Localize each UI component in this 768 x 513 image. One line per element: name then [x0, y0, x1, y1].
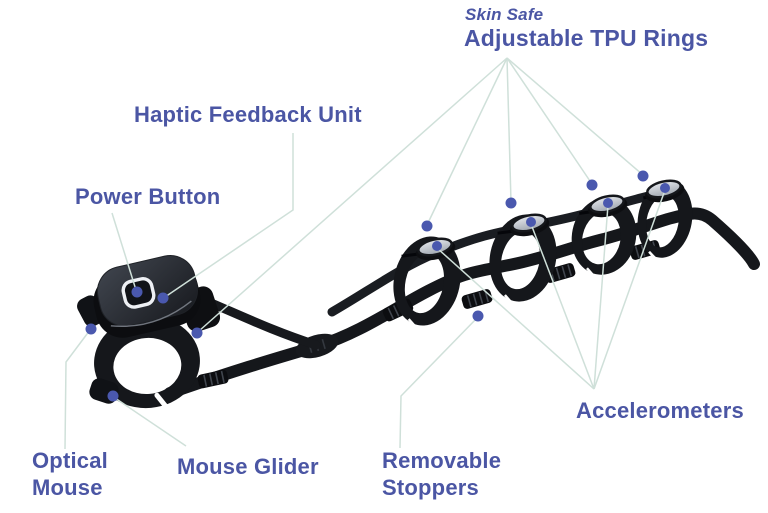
thumb-ring	[94, 315, 200, 415]
label-haptic-feedback-unit: Haptic Feedback Unit	[134, 102, 362, 127]
label-adjustable-tpu-rings: Adjustable TPU Rings	[464, 25, 709, 51]
callout-dot-stoppers	[472, 310, 484, 322]
leader-line-stoppers	[399, 317, 478, 449]
leader-line-power-button	[111, 212, 137, 291]
callout-dot-tpu-main-ring	[191, 327, 203, 339]
leader-fan-tpu-rings	[198, 57, 644, 332]
callout-dot-tpu-ring-4	[637, 170, 649, 182]
label-optical-mouse: Optical Mouse	[32, 448, 108, 500]
callout-dot-accel-1	[432, 241, 442, 251]
stopper-block	[197, 369, 229, 389]
callout-dot-accel-4	[660, 183, 670, 193]
label-removable-stoppers: Removable Stoppers	[382, 448, 502, 500]
mouse-unit	[93, 255, 201, 338]
callout-dot-optical-mouse	[85, 323, 97, 335]
callout-dot-tpu-ring-2	[505, 197, 517, 209]
leader-line-mouse-glider	[114, 397, 187, 447]
callout-dot-power-button	[131, 286, 143, 298]
stopper-block	[461, 289, 493, 309]
leader-line-haptic	[164, 133, 294, 298]
callout-dot-tpu-ring-1	[421, 220, 433, 232]
callout-dot-haptic	[157, 292, 169, 304]
leader-fan-accelerometers	[436, 189, 666, 390]
callout-dot-tpu-ring-3	[586, 179, 598, 191]
callout-dot-mouse-glider	[107, 390, 119, 402]
leader-line-optical-mouse	[64, 329, 91, 450]
callout-dot-accel-3	[603, 198, 613, 208]
label-mouse-glider: Mouse Glider	[177, 454, 319, 479]
callout-dot-accel-2	[526, 217, 536, 227]
label-accelerometers: Accelerometers	[576, 398, 744, 423]
label-power-button: Power Button	[75, 184, 221, 209]
label-skin-safe: Skin Safe	[465, 5, 544, 24]
